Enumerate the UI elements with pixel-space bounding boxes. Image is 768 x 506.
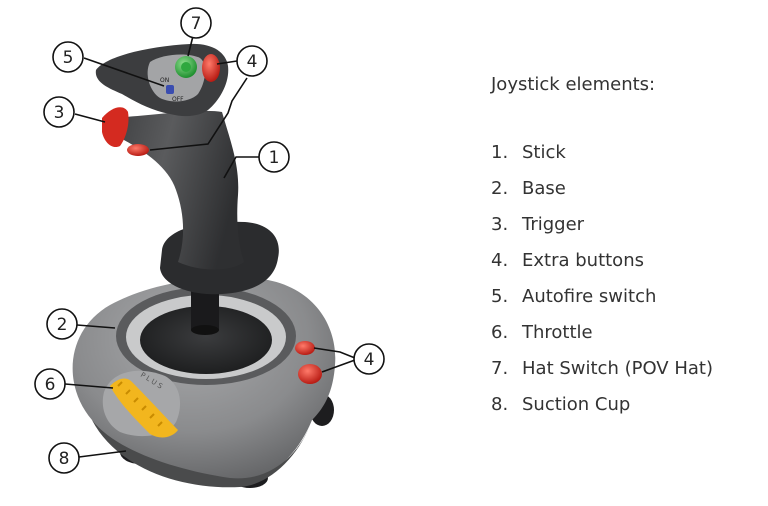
callout-4b-circle [353, 343, 385, 375]
legend-num: 3. [491, 214, 509, 235]
legend-num: 5. [491, 286, 509, 307]
legend-num: 4. [491, 250, 509, 271]
legend-label: Autofire switch [522, 286, 657, 307]
callout-2: 2 [57, 315, 68, 335]
legend-num: 8. [491, 394, 509, 415]
legend-num: 1. [491, 142, 509, 163]
legend-label: Suction Cup [522, 394, 631, 415]
legend-label: Throttle [522, 322, 593, 343]
callout-8: 8 [59, 449, 70, 469]
legend-label: Stick [522, 142, 566, 163]
callout-8-circle [48, 442, 80, 474]
throttle-ridges [117, 381, 163, 427]
legend-title: Joystick elements: [491, 74, 656, 95]
legend-num: 7. [491, 358, 509, 379]
legend-label: Hat Switch (POV Hat) [522, 358, 713, 379]
autofire-off-label: OFF [172, 96, 184, 103]
callout-4b: 4 [364, 350, 375, 370]
legend-item-suction-cup: 8. Suction Cup [491, 395, 713, 431]
legend-item-base: 2. Base [491, 179, 713, 215]
legend-label: Extra buttons [522, 250, 644, 271]
callout-4-circle [236, 45, 268, 77]
legend-item-trigger: 3. Trigger [491, 215, 713, 251]
base-button-upper [295, 341, 315, 355]
stick-shaft-foot [191, 325, 219, 335]
callout-7-circle [180, 7, 212, 39]
legend-item-hat-switch: 7. Hat Switch (POV Hat) [491, 359, 713, 395]
stick-head-panel [147, 54, 206, 102]
thumb-button [127, 144, 149, 156]
trigger [102, 107, 129, 148]
head-extra-button [202, 54, 220, 82]
legend: Joystick elements: 1. Stick 2. Base 3. Trig… [491, 74, 713, 431]
callout-3-circle [43, 96, 75, 128]
autofire-on-label: ON [160, 77, 169, 84]
callout-1-circle [258, 141, 290, 173]
callout-6-circle [34, 368, 66, 400]
base-button-lower [298, 364, 322, 384]
legend-item-throttle: 6. Throttle [491, 323, 713, 359]
callout-4: 4 [247, 52, 258, 72]
leader-lines [64, 35, 356, 458]
callout-5: 5 [63, 48, 74, 68]
legend-item-extra-buttons: 4. Extra buttons [491, 251, 713, 287]
legend-item-autofire-switch: 5. Autofire switch [491, 287, 713, 323]
autofire-switch [166, 85, 174, 94]
callout-1: 1 [269, 148, 280, 168]
legend-label: Base [522, 178, 566, 199]
gimbal-well [140, 306, 272, 374]
legend-list: 1. Stick 2. Base 3. Trigger 4. Extra buttons… [491, 143, 713, 431]
legend-num: 6. [491, 322, 509, 343]
legend-label: Trigger [522, 214, 585, 235]
legend-num: 2. [491, 178, 509, 199]
callout-5-circle [52, 41, 84, 73]
callout-7: 7 [191, 14, 202, 34]
callout-3: 3 [54, 103, 65, 123]
base-shadow-edge [92, 420, 312, 488]
legend-item-stick: 1. Stick [491, 143, 713, 179]
callout-2-circle [46, 308, 78, 340]
callout-6: 6 [45, 375, 56, 395]
